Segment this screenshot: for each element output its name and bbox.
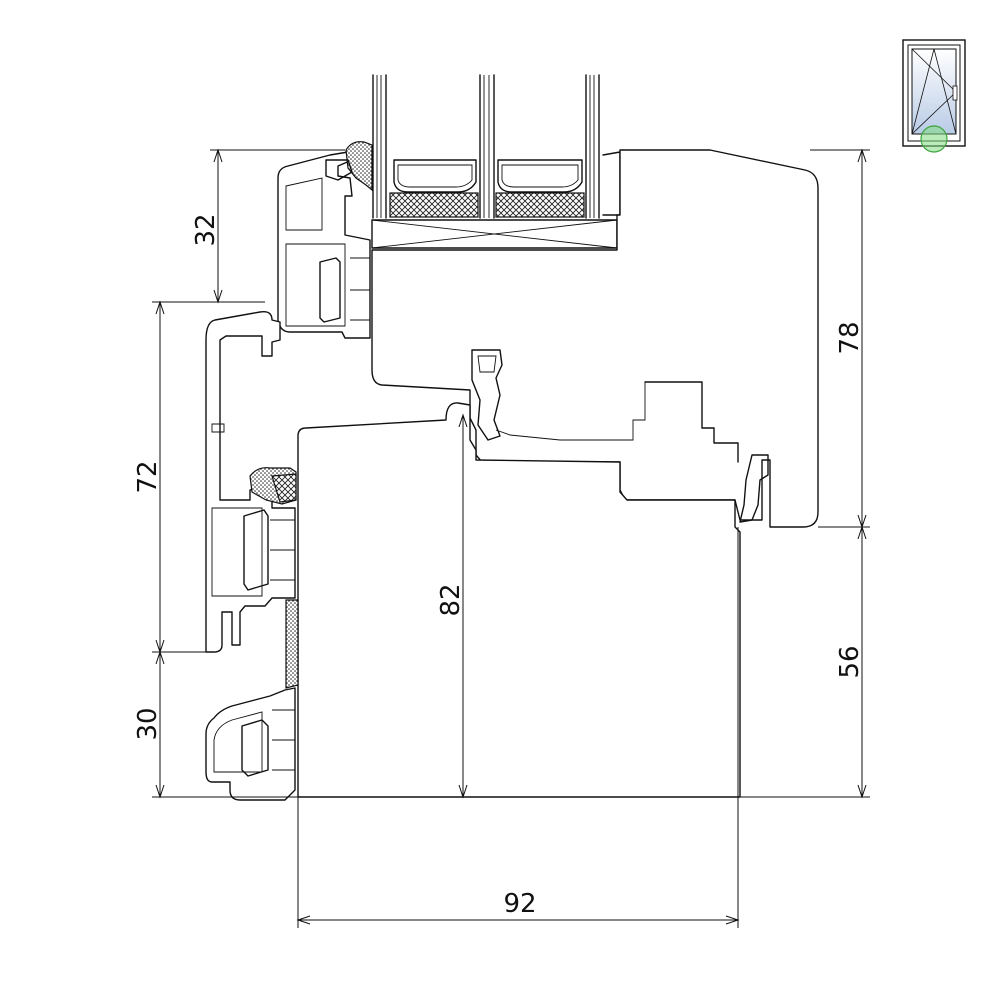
dimension-32: 32: [191, 148, 345, 304]
dimension-82: 82: [436, 413, 468, 799]
dimension-56: 56: [300, 525, 870, 799]
glass-pane-right: [585, 74, 600, 219]
glass-pane-left: [372, 74, 387, 219]
glazing-bead-seal: [602, 151, 621, 216]
glazing-block: [371, 219, 618, 249]
sash-top-gasket: [345, 141, 373, 192]
inner-rebate-gasket: [739, 454, 769, 523]
sill-seal: [285, 599, 299, 689]
tilt-turn-window-icon: [902, 39, 966, 153]
dim-label-30: 30: [133, 707, 163, 740]
dim-label-92: 92: [503, 889, 536, 919]
glazing-unit: [371, 74, 621, 249]
secondary-seal-right: [495, 192, 585, 218]
center-gasket: [471, 349, 503, 441]
frame-aluminium-cladding: [205, 310, 297, 653]
dim-label-32: 32: [191, 213, 221, 246]
sash-aluminium-cladding: [277, 141, 373, 339]
spacer-right: [497, 159, 583, 193]
dim-label-78: 78: [835, 321, 865, 354]
spacer-left: [393, 159, 477, 193]
dim-label-56: 56: [835, 645, 865, 678]
hardware-groove-inner: [495, 382, 646, 441]
dim-label-82: 82: [436, 583, 466, 616]
secondary-seal-left: [389, 192, 479, 218]
sill-aluminium-cladding: [205, 599, 299, 801]
dimension-30: 30: [133, 650, 300, 799]
dim-label-72: 72: [133, 460, 163, 493]
dimension-78: 78: [810, 148, 870, 529]
frame-profile: [297, 402, 741, 798]
highlight-circle: [920, 125, 948, 153]
dimension-92: 92: [296, 527, 740, 928]
hardware-groove: [644, 381, 739, 463]
dimension-72: 72: [133, 300, 265, 654]
glass-pane-middle: [479, 74, 495, 219]
